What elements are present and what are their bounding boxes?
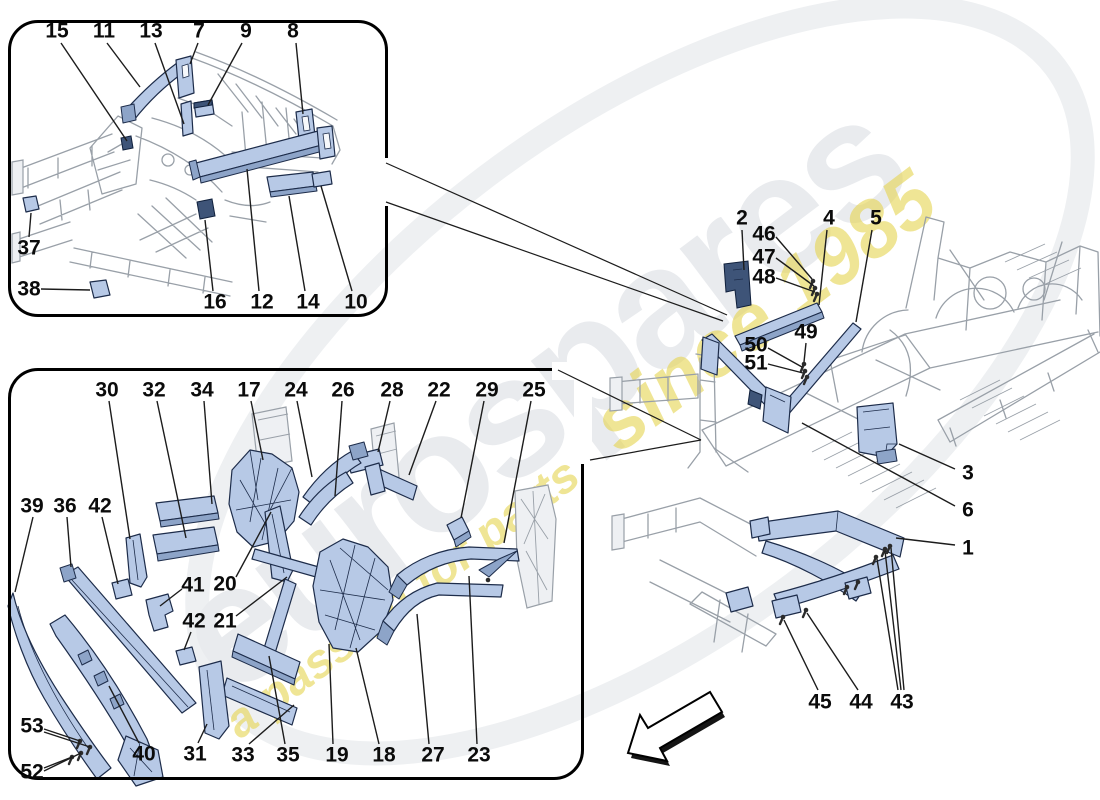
leader-line-37: [28, 212, 32, 238]
inset-connector-line: [557, 369, 702, 441]
leader-line-43: [890, 547, 905, 691]
fasteners: [67, 278, 893, 766]
structural-elements-inset-box: [8, 368, 584, 780]
leader-line-15: [60, 42, 128, 142]
leader-line-28: [377, 400, 391, 453]
leader-line-49: [803, 342, 807, 363]
leader-line-52: [43, 752, 82, 772]
leader-line-5: [855, 229, 873, 323]
screw-head-icon: [873, 554, 879, 560]
leader-line-46: [775, 236, 813, 280]
screw-head-icon: [882, 546, 888, 552]
leader-line-10: [320, 185, 353, 292]
leader-line-43: [884, 550, 902, 691]
front-structure-drawing: [11, 51, 341, 299]
leader-line-32: [156, 400, 187, 539]
leader-line-23: [468, 575, 478, 745]
leader-lines-layer: [14, 42, 956, 772]
screw-head-icon: [814, 291, 820, 297]
leader-line-20: [235, 511, 272, 578]
leader-line-29: [460, 400, 485, 519]
leader-line-4: [818, 229, 828, 306]
leader-line-53: [43, 728, 81, 742]
screw-head-icon: [810, 278, 816, 284]
leader-line-9: [207, 42, 243, 106]
leader-line-36: [66, 516, 72, 568]
leader-line-45: [783, 619, 819, 691]
screw-head-icon: [844, 584, 850, 590]
leader-line-50: [767, 347, 803, 368]
leader-line-22: [408, 400, 437, 476]
screw-head-icon: [812, 285, 818, 291]
leader-line-16: [204, 219, 214, 292]
leader-line-21: [235, 576, 288, 617]
screw-head-icon: [855, 579, 861, 585]
leader-line-12: [246, 168, 260, 292]
leader-line-7: [189, 42, 199, 65]
leader-line-30: [108, 400, 131, 540]
leader-line-6: [801, 422, 956, 507]
screw-head-icon: [801, 361, 807, 367]
leader-line-43: [876, 558, 899, 691]
inset-connector-line: [385, 162, 728, 316]
main-chassis-drawing: [609, 216, 1100, 653]
leader-line-24: [296, 400, 313, 478]
leader-line-13: [154, 42, 185, 125]
direction-arrow-icon: [626, 690, 725, 766]
leader-line-8: [295, 42, 304, 115]
leader-line-18: [355, 647, 380, 745]
leader-line-17: [250, 400, 264, 461]
leader-line-19: [328, 643, 334, 745]
leader-line-48: [775, 277, 816, 293]
leader-line-42: [101, 516, 119, 585]
inset-connector-line: [385, 201, 724, 322]
leader-line-52: [43, 756, 73, 769]
leader-line-3: [898, 443, 956, 470]
leader-line-25: [503, 400, 532, 544]
structural-elements-drawing: [7, 406, 557, 787]
inset-connector-line: [589, 439, 702, 461]
leader-line-40: [108, 685, 140, 744]
leader-line-41: [159, 588, 183, 607]
leader-line-51: [767, 363, 804, 374]
screw-head-icon: [887, 543, 893, 549]
leader-line-14: [288, 195, 306, 292]
screw-head-icon: [802, 368, 808, 374]
leader-line-53: [43, 731, 91, 748]
leader-line-35: [268, 655, 286, 745]
leader-line-47: [775, 257, 815, 287]
leader-line-42: [183, 631, 192, 651]
leader-line-2: [741, 229, 745, 271]
leader-line-31: [197, 723, 208, 744]
leader-line-27: [416, 613, 430, 745]
leader-line-38: [40, 288, 91, 291]
leader-line-11: [106, 42, 141, 88]
screw-head-icon: [804, 374, 810, 380]
leader-line-33: [248, 704, 295, 745]
leader-line-39: [14, 516, 34, 593]
leader-line-44: [806, 612, 859, 691]
leader-line-26: [334, 400, 343, 497]
screw-head-icon: [803, 607, 809, 613]
screw-head-icon: [780, 614, 786, 620]
leader-line-34: [203, 400, 213, 505]
leader-line-1: [895, 537, 956, 546]
